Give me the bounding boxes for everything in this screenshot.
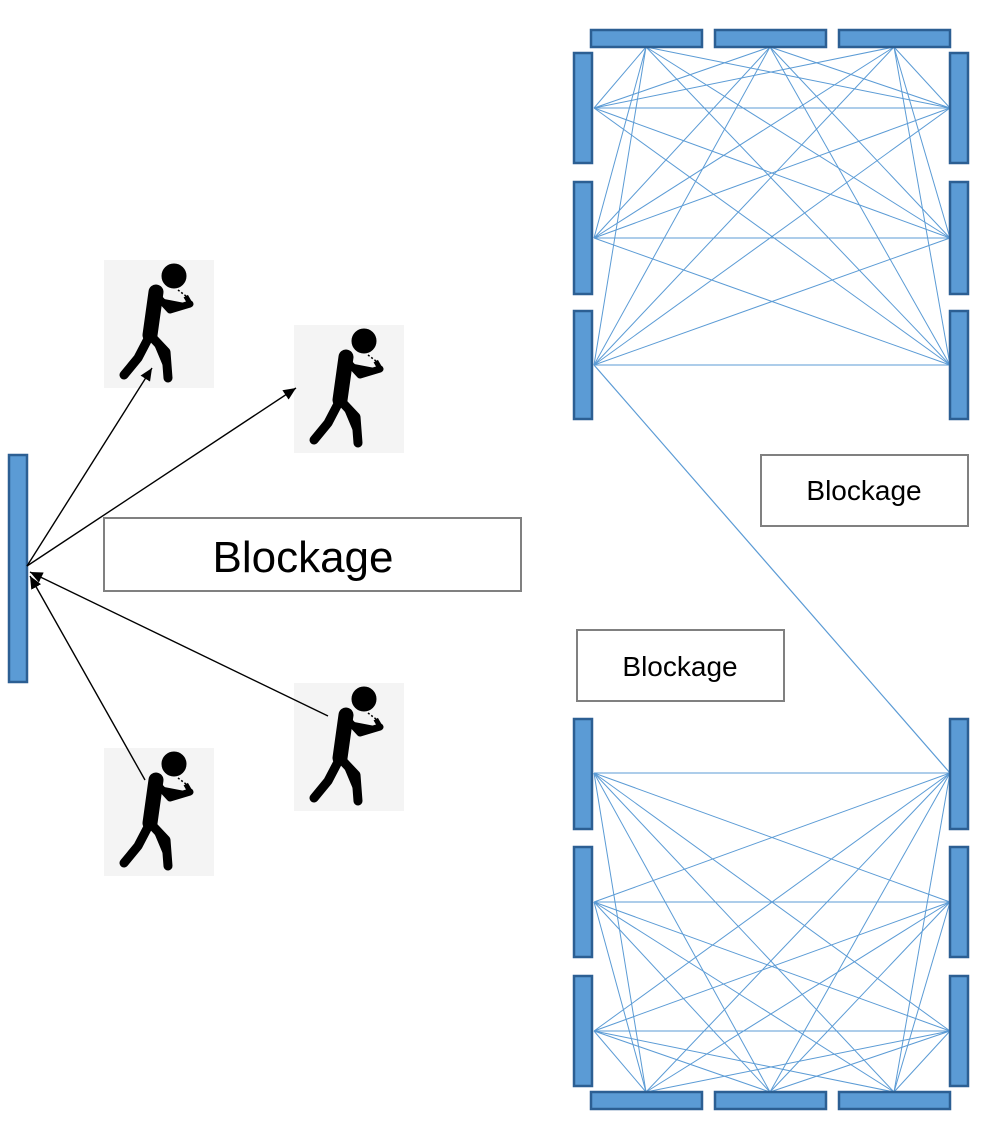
blockage-box-bottom-right — [576, 629, 785, 702]
inter-room-link — [593, 364, 951, 774]
panel-top-3 — [837, 28, 952, 49]
panel-bottom-2 — [713, 1090, 828, 1111]
panel-right-6 — [948, 974, 970, 1088]
link-top-2 — [593, 46, 647, 239]
link-bottom-12 — [593, 901, 895, 1093]
link-top-3 — [593, 46, 647, 366]
room-bottom-links — [593, 772, 951, 1093]
blockage-label-bottom-right: Blockage — [622, 651, 737, 682]
link-top-6 — [645, 46, 951, 366]
link-bottom-23 — [769, 901, 951, 1093]
link-bottom-25 — [645, 1030, 951, 1093]
panel-left-4 — [572, 717, 594, 831]
room-top-panels — [572, 28, 970, 421]
room-bottom-panels — [572, 717, 970, 1111]
panel-bottom-3 — [837, 1090, 952, 1111]
arrow-from-user-4 — [29, 575, 146, 781]
user-icon-4 — [104, 748, 214, 876]
link-bottom-26 — [769, 1030, 951, 1093]
panel-left-5 — [572, 845, 594, 959]
link-top-15 — [593, 46, 895, 366]
link-top-17 — [893, 46, 951, 239]
panel-left-3 — [572, 309, 594, 421]
link-top-25 — [593, 107, 951, 366]
arrow-to-user-2 — [26, 387, 297, 567]
link-bottom-16 — [593, 1030, 647, 1093]
link-top-5 — [645, 46, 951, 239]
link-top-4 — [645, 46, 951, 109]
link-bottom-19 — [645, 772, 951, 1093]
link-top-13 — [593, 46, 895, 109]
link-top-14 — [593, 46, 895, 239]
arrow-to-user-1 — [26, 367, 153, 567]
panel-left-1 — [572, 51, 594, 165]
link-bottom-24 — [893, 901, 951, 1093]
base-station-panel — [7, 453, 29, 684]
panel-right-1 — [948, 51, 970, 165]
arrow-from-user-3 — [29, 571, 329, 717]
link-bottom-10 — [593, 901, 647, 1093]
blockage-box-top-right — [760, 454, 969, 527]
user-icon-1 — [104, 260, 214, 388]
link-top-10 — [769, 46, 951, 109]
link-bottom-20 — [769, 772, 951, 1093]
panel-right-4 — [948, 717, 970, 831]
link-bottom-22 — [645, 901, 951, 1093]
link-top-18 — [893, 46, 951, 366]
panel-right-2 — [948, 180, 970, 296]
panel-left-6 — [572, 974, 594, 1088]
panel-top-2 — [713, 28, 828, 49]
link-top-22 — [593, 107, 951, 239]
user-icon-3 — [294, 683, 404, 811]
link-bottom-27 — [893, 1030, 951, 1093]
blockage-box-left — [103, 517, 522, 592]
link-bottom-17 — [593, 1030, 771, 1093]
user-icon-2 — [294, 325, 404, 453]
link-bottom-6 — [593, 772, 895, 1093]
link-top-7 — [593, 46, 771, 109]
link-top-12 — [769, 46, 951, 366]
link-bottom-14 — [593, 901, 951, 1032]
panel-left-2 — [572, 180, 594, 296]
link-bottom-4 — [593, 772, 647, 1093]
blockage-label-top-right: Blockage — [806, 475, 921, 506]
link-top-8 — [593, 46, 771, 239]
panel-bottom-1 — [589, 1090, 704, 1111]
room-top-links — [593, 46, 951, 366]
link-bottom-13 — [593, 772, 951, 1032]
link-top-1 — [593, 46, 647, 109]
left-scene: Blockage — [7, 260, 522, 876]
link-top-16 — [893, 46, 951, 109]
link-bottom-7 — [593, 772, 951, 903]
blockage-label-left: Blockage — [212, 533, 393, 582]
link-bottom-21 — [893, 772, 951, 1093]
link-top-11 — [769, 46, 951, 239]
panel-top-1 — [589, 28, 704, 49]
link-top-26 — [593, 237, 951, 366]
panel-right-3 — [948, 309, 970, 421]
right-scene: Blockage Blockage — [572, 28, 970, 1111]
link-bottom-18 — [593, 1030, 895, 1093]
panel-right-5 — [948, 845, 970, 959]
link-bottom-5 — [593, 772, 771, 1093]
